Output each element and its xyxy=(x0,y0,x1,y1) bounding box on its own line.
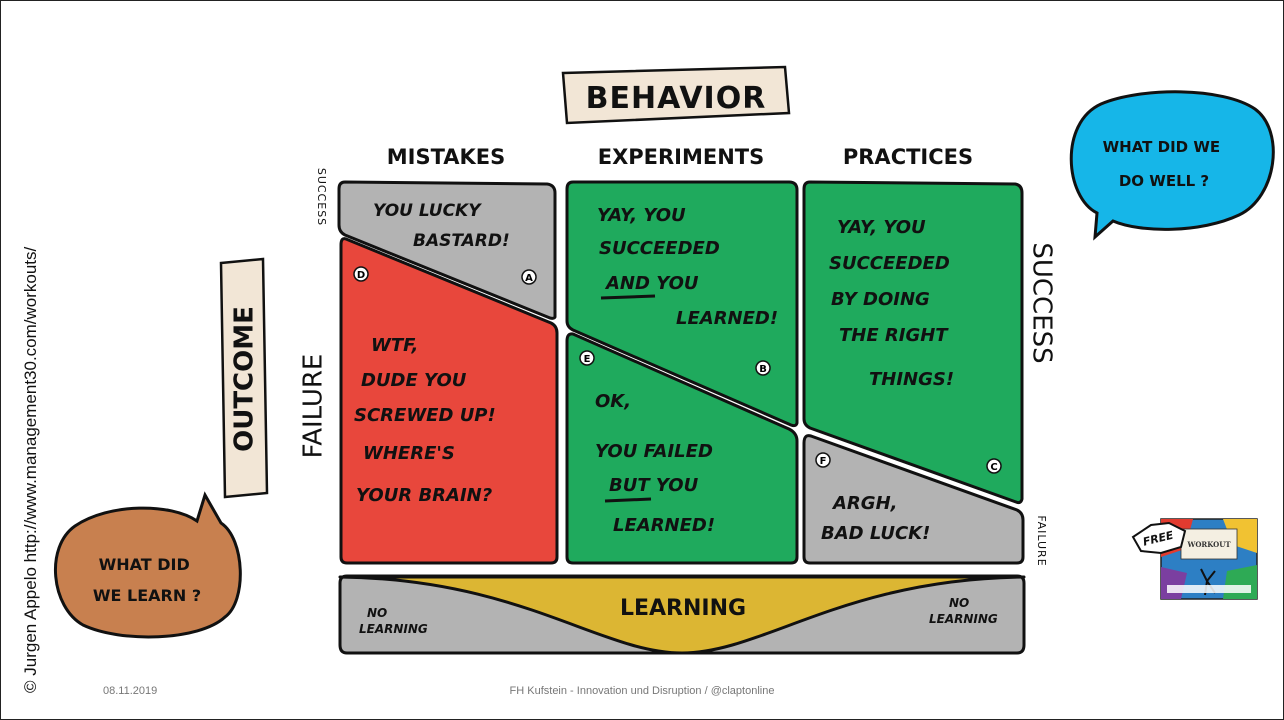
cell-b-bg xyxy=(565,180,799,428)
cell-d-bg xyxy=(339,237,559,565)
success-label-right: SUCCESS xyxy=(1027,242,1057,363)
bubble-do-well: WHAT DID WE DO WELL ? xyxy=(1069,90,1275,241)
no-learning-right-line-2: LEARNING xyxy=(929,612,998,626)
cell-e-text: OK, YOU FAILED BUT YOU LEARNED! xyxy=(595,391,719,536)
cell-d-line-5: YOUR BRAIN? xyxy=(356,485,492,506)
marker-a: A xyxy=(521,269,537,285)
marker-c: C xyxy=(986,458,1002,474)
cell-c-line-3: BY DOING xyxy=(831,289,930,310)
cell-c-bg xyxy=(802,180,1024,505)
cell-d-text: WTF, DUDE YOU SCREWED UP! WHERE'S YOUR B… xyxy=(354,335,502,506)
cell-a-bg xyxy=(337,180,557,320)
marker-e-label: E xyxy=(584,354,591,365)
no-learning-left-line-2: LEARNING xyxy=(359,622,428,636)
cell-e-line-3: BUT YOU xyxy=(609,475,699,496)
bubble-we-learn-text: WHAT DID WE LEARN ? xyxy=(93,555,201,605)
marker-c-label: C xyxy=(990,462,997,473)
cell-a-text: YOU LUCKY BASTARD! xyxy=(373,201,510,251)
marker-c-circle xyxy=(986,458,1002,474)
cell-b-underline xyxy=(600,294,656,300)
cell-c-line-1: YAY, YOU xyxy=(837,217,926,238)
cell-f-line-1: ARGH, xyxy=(831,493,897,514)
footer-date: 08.11.2019 xyxy=(103,685,158,697)
book-title-panel xyxy=(1180,528,1238,560)
success-label-small-left: SUCCESS xyxy=(315,168,328,226)
cell-b-text: YAY, YOU SUCCEEDED AND YOU LEARNED! xyxy=(597,205,778,329)
bubble-do-well-shape xyxy=(1069,90,1275,241)
book-title-text: WORKOUT xyxy=(1186,540,1231,549)
marker-d-label: D xyxy=(357,270,365,281)
no-learning-left: NO LEARNING xyxy=(359,606,428,636)
cell-b-line-4: LEARNED! xyxy=(676,308,778,329)
cell-f-bg xyxy=(802,434,1025,565)
bubble-we-learn-line-2: WE LEARN ? xyxy=(93,586,201,605)
marker-d: D xyxy=(353,266,369,282)
marker-f-circle xyxy=(815,452,831,468)
learning-center-text: LEARNING xyxy=(620,596,746,621)
column-header-experiments: EXPERIMENTS xyxy=(598,145,765,169)
free-badge xyxy=(1131,521,1187,555)
no-learning-left-line-1: NO xyxy=(367,606,387,620)
title-tag: BEHAVIOR xyxy=(561,65,791,125)
cell-c-line-2: SUCCEEDED xyxy=(829,253,950,274)
marker-d-circle xyxy=(353,266,369,282)
cell-d-line-3: SCREWED UP! xyxy=(354,405,496,426)
cell-e-line-1: OK, xyxy=(595,391,631,412)
marker-b: B xyxy=(755,360,771,376)
cell-d-line-1: WTF, xyxy=(371,335,418,356)
book-patch-2 xyxy=(1223,519,1257,553)
cell-e-underline xyxy=(604,497,652,503)
footer-center-text: FH Kufstein - Innovation und Disruption … xyxy=(509,685,775,697)
cell-b-line-1: YAY, YOU xyxy=(597,205,686,226)
bubble-we-learn-line-1: WHAT DID xyxy=(99,555,190,574)
cell-c-text: YAY, YOU SUCCEEDED BY DOING THE RIGHT TH… xyxy=(829,217,956,390)
bubble-do-well-line-2: DO WELL ? xyxy=(1119,172,1209,190)
outcome-label: OUTCOME xyxy=(230,306,260,452)
cell-e-line-2: YOU FAILED xyxy=(595,441,713,462)
bubble-do-well-line-1: WHAT DID WE xyxy=(1103,138,1221,156)
outcome-tag-bg xyxy=(219,257,269,499)
marker-b-label: B xyxy=(759,364,767,375)
title-text: BEHAVIOR xyxy=(586,81,767,116)
marker-a-label: A xyxy=(525,273,533,284)
cell-a-line-1: YOU LUCKY xyxy=(373,201,482,221)
column-header-practices: PRACTICES xyxy=(843,145,973,169)
no-learning-right-line-1: NO xyxy=(949,596,969,610)
cell-e-line-4: LEARNED! xyxy=(613,515,715,536)
outcome-tag: OUTCOME xyxy=(219,257,269,499)
cell-b-line-3: AND YOU xyxy=(604,273,699,294)
marker-e: E xyxy=(579,350,595,366)
failure-label-small-right: FAILURE xyxy=(1035,515,1048,566)
cell-markers: A B C D E F xyxy=(353,266,1002,474)
matrix xyxy=(337,180,1025,565)
workout-book-thumbnail[interactable]: WORKOUT FREE xyxy=(1131,518,1258,600)
cell-a-line-2: BASTARD! xyxy=(413,231,510,251)
cell-e-bg xyxy=(565,332,799,565)
title-tag-bg xyxy=(561,65,791,125)
marker-a-circle xyxy=(521,269,537,285)
book-caption-strip xyxy=(1167,585,1251,593)
cell-b-line-2: SUCCEEDED xyxy=(599,238,720,259)
cell-f-line-2: BAD LUCK! xyxy=(821,523,930,544)
failure-label-left: FAILURE xyxy=(299,354,329,459)
marker-f-label: F xyxy=(820,456,827,467)
no-learning-right: NO LEARNING xyxy=(929,596,998,626)
learning-band: LEARNING NO LEARNING NO LEARNING xyxy=(338,574,1026,655)
bubble-we-learn-shape xyxy=(54,491,242,639)
cell-d-line-2: DUDE YOU xyxy=(361,370,467,391)
cell-c-line-4: THE RIGHT xyxy=(839,325,949,346)
marker-b-circle xyxy=(755,360,771,376)
column-header-mistakes: MISTAKES xyxy=(387,145,506,169)
marker-e-circle xyxy=(579,350,595,366)
learning-wave xyxy=(338,575,1026,655)
bubble-do-well-text: WHAT DID WE DO WELL ? xyxy=(1103,138,1226,190)
cell-c-line-5: THINGS! xyxy=(869,369,954,390)
cell-f-text: ARGH, BAD LUCK! xyxy=(821,493,930,544)
bubble-we-learn: WHAT DID WE LEARN ? xyxy=(54,491,242,639)
marker-f: F xyxy=(815,452,831,468)
cell-d-line-4: WHERE'S xyxy=(363,443,455,464)
